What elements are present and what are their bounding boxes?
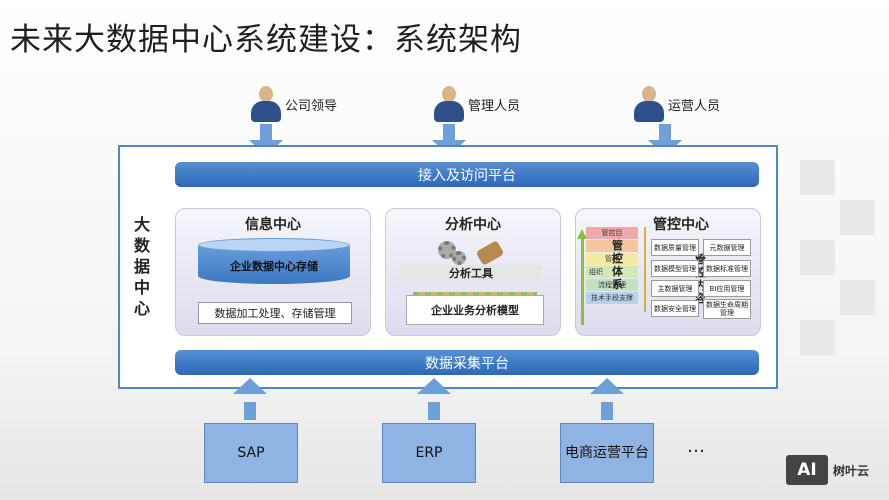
arrow-up-icon — [577, 229, 587, 239]
background-grid-tile — [800, 240, 835, 275]
control-item: BI应用管理 — [703, 280, 751, 297]
source-sap: SAP — [204, 423, 298, 483]
stack-cell: 流程管理 — [586, 279, 638, 291]
stack-cell: 组织 — [586, 266, 638, 278]
processing-box: 数据加工处理、存储管理 — [198, 302, 352, 324]
data-storage-cylinder: 企业数据中心存储 — [198, 238, 350, 284]
control-item: 数据安全管理 — [651, 300, 699, 317]
page-title: 未来大数据中心系统建设：系统架构 — [10, 22, 522, 58]
arrow-line — [581, 237, 584, 325]
background-grid-tile — [840, 280, 875, 315]
arrow-up-icon — [417, 378, 451, 420]
source-ecommerce: 电商运营平台 — [560, 423, 654, 483]
control-item: 数据模型管理 — [651, 260, 699, 277]
more-sources-ellipsis: … — [687, 436, 706, 457]
background-grid-tile — [800, 320, 835, 355]
control-system-label: 管控体系 — [612, 239, 623, 291]
access-platform-bar: 接入及访问平台 — [175, 162, 759, 187]
analysis-tools-label: 分析工具 — [400, 265, 542, 281]
background-grid-tile — [840, 200, 875, 235]
user-manager: 管理人员 — [434, 86, 520, 122]
control-center-title: 管控中心 — [653, 217, 709, 233]
logo-mark: AI — [786, 455, 828, 485]
control-divider — [644, 227, 646, 312]
analysis-center-title: 分析中心 — [445, 217, 501, 233]
person-icon — [634, 86, 664, 122]
info-center-panel: 信息中心 企业数据中心存储 数据加工处理、存储管理 — [175, 208, 371, 336]
stack-cell: 管控目 — [586, 227, 638, 239]
user-operator: 运营人员 — [634, 86, 720, 122]
control-item: 数据生命周期管理 — [703, 299, 751, 319]
person-icon — [251, 86, 281, 122]
info-center-title: 信息中心 — [245, 217, 301, 233]
gear-icon — [438, 241, 456, 259]
source-erp: ERP — [382, 423, 476, 483]
arrow-up-icon — [233, 378, 267, 420]
stack-cell — [586, 240, 638, 252]
person-icon — [434, 86, 464, 122]
control-item: 主数据管理 — [651, 280, 699, 297]
analysis-center-panel: 分析中心 分析工具 企业业务分析模型 — [385, 208, 561, 336]
control-center-panel: 管控中心 管控目 管理 组织 流程管理 技术手段支撑 管控体系 管控内容 数据质… — [575, 208, 761, 336]
control-content-label: 管控内容 — [695, 253, 706, 305]
control-item: 数据标准管理 — [703, 260, 751, 277]
arrow-up-icon — [590, 378, 624, 420]
stack-cell: 管理 — [586, 253, 638, 265]
user-label: 管理人员 — [468, 98, 521, 114]
gear-icon — [452, 251, 466, 265]
collection-platform-bar: 数据采集平台 — [175, 350, 759, 375]
logo-text: 树叶云 — [833, 463, 870, 478]
control-item: 元数据管理 — [703, 239, 751, 256]
wrench-icon — [475, 240, 505, 266]
brand-logo: AI 树叶云 — [786, 455, 869, 485]
storage-label: 企业数据中心存储 — [230, 259, 318, 273]
user-label: 运营人员 — [668, 98, 721, 114]
user-label: 公司领导 — [285, 98, 338, 114]
big-data-center-label: 大数据中心 — [133, 215, 150, 318]
user-company-leader: 公司领导 — [251, 86, 337, 122]
stack-cell: 技术手段支撑 — [586, 292, 638, 304]
control-item: 数据质量管理 — [651, 239, 699, 256]
background-grid-tile — [800, 160, 835, 195]
business-model-box: 企业业务分析模型 — [406, 292, 544, 325]
